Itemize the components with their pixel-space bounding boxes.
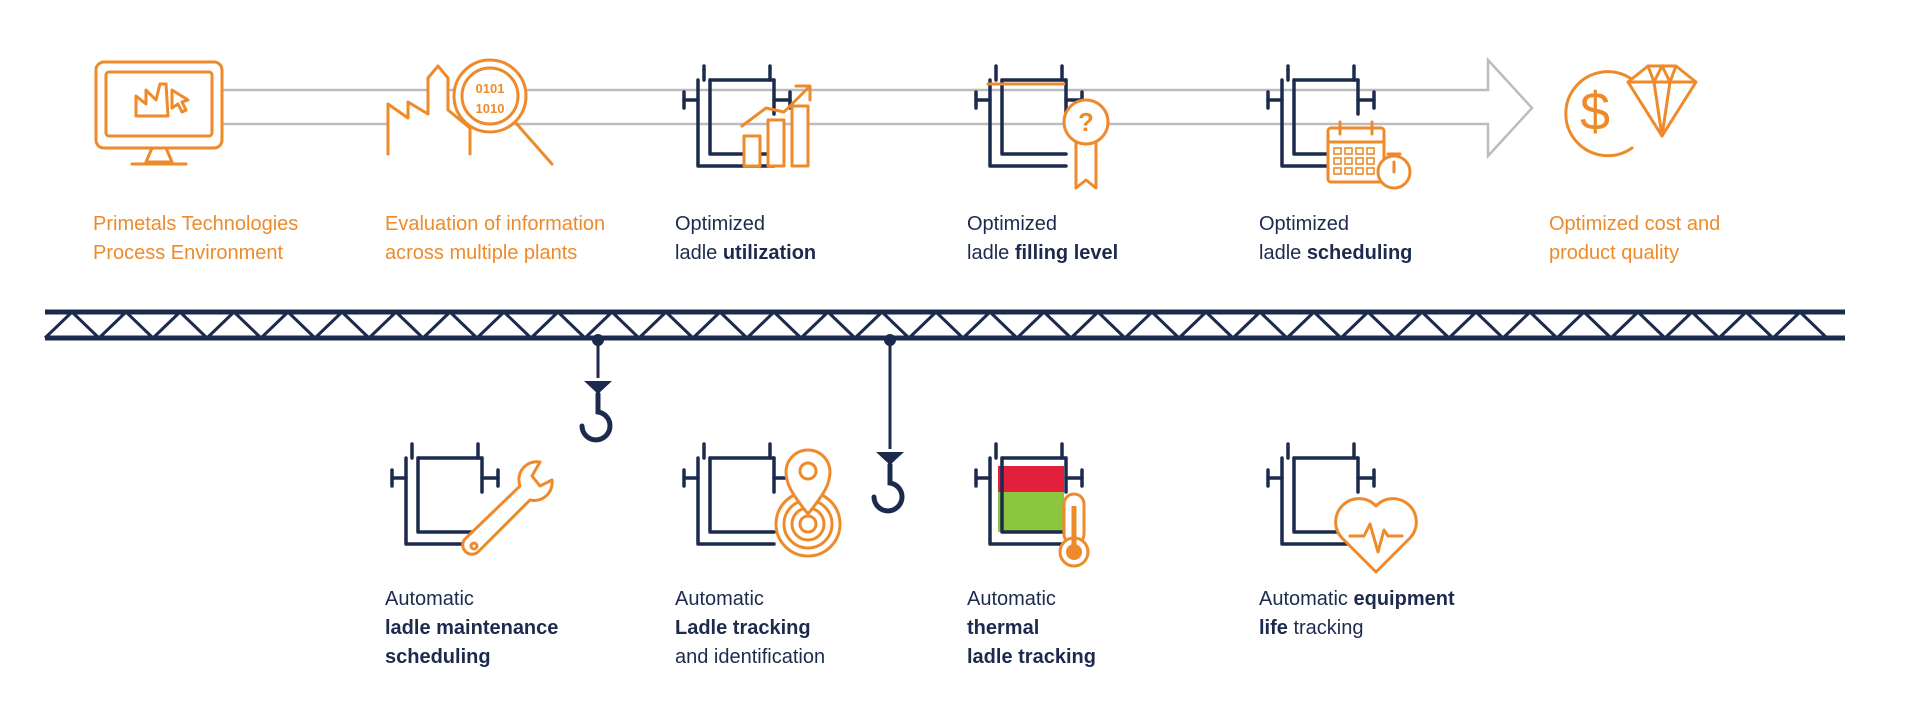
caption-line: Automatic	[967, 588, 1056, 610]
caption-ladle-scheduling: Optimized ladle scheduling	[1259, 210, 1412, 268]
caption-line: Optimized	[1259, 213, 1350, 235]
caption-cost-quality: Optimized cost and product quality	[1549, 210, 1720, 268]
caption-line: ladle filling level	[967, 239, 1118, 268]
caption-bold: scheduling	[385, 646, 491, 668]
caption-ladle-tracking: Automatic Ladle tracking and identificat…	[675, 585, 825, 672]
crane-hook-left	[579, 334, 613, 443]
binary-text-2: 1010	[476, 101, 505, 116]
caption-line: Automatic	[675, 588, 764, 610]
caption-line: across multiple plants	[385, 242, 578, 264]
caption-line: and identification	[675, 646, 826, 668]
caption-line: ladle scheduling	[1259, 239, 1412, 268]
ladle-thermometer-icon	[974, 442, 1090, 568]
caption-line: Optimized	[675, 213, 766, 235]
crane-girder	[43, 309, 1845, 341]
caption-line: ladle utilization	[675, 239, 816, 268]
question-mark-glyph: ?	[1078, 107, 1094, 137]
caption-line: Process Environment	[93, 242, 284, 264]
caption-line: Optimized	[967, 213, 1058, 235]
caption-bold: filling level	[1014, 242, 1119, 264]
factory-magnifier-icon: 0101 1010	[386, 58, 554, 166]
hot-metal-layer	[998, 466, 1064, 492]
dollar-glyph: $	[1580, 82, 1610, 142]
caption-bold: life	[1259, 617, 1288, 639]
ladle-heartbeat-icon	[1266, 442, 1418, 574]
ladle-question-badge-icon: ?	[974, 64, 1110, 190]
ladle-wrench-icon	[390, 442, 554, 556]
caption-ladle-filling-level: Optimized ladle filling level	[967, 210, 1118, 268]
caption-bold: utilization	[722, 242, 817, 264]
caption-equipment-life: Automatic equipment life tracking	[1259, 585, 1455, 643]
binary-text-1: 0101	[476, 81, 505, 96]
caption-bold: ladle tracking	[967, 646, 1096, 668]
caption-line: Automatic	[385, 588, 474, 610]
caption-plain: tracking	[1287, 617, 1364, 639]
caption-process-environment: Primetals Technologies Process Environme…	[93, 210, 298, 268]
caption-line: Evaluation of information	[385, 213, 606, 235]
caption-thermal-tracking: Automatic thermal ladle tracking	[967, 585, 1096, 672]
caption-evaluation: Evaluation of information across multipl…	[385, 210, 605, 268]
caption-line: Optimized cost and	[1549, 213, 1721, 235]
caption-bold: ladle maintenance	[385, 617, 559, 639]
cool-metal-layer	[998, 492, 1064, 532]
process-flow-arrow	[158, 56, 1534, 160]
caption-line: Automatic equipment	[1259, 585, 1455, 614]
caption-maintenance-scheduling: Automatic ladle maintenance scheduling	[385, 585, 558, 672]
caption-bold: thermal	[967, 617, 1040, 639]
caption-line: Primetals Technologies	[93, 213, 299, 235]
ladle-location-pin-icon	[682, 442, 842, 558]
caption-plain: Automatic	[1259, 588, 1354, 610]
ladle-calendar-icon	[1266, 64, 1412, 190]
ladle-growth-chart-icon	[682, 64, 812, 168]
monitor-factory-icon	[94, 60, 224, 166]
caption-bold: equipment	[1353, 588, 1455, 610]
caption-bold: Ladle tracking	[675, 617, 811, 639]
dollar-diamond-icon: $	[1564, 64, 1698, 158]
caption-line: product quality	[1549, 242, 1680, 264]
caption-bold: scheduling	[1306, 242, 1413, 264]
caption-plain: ladle	[967, 242, 1015, 264]
caption-line: life tracking	[1259, 614, 1455, 643]
crane-hook-right	[871, 334, 905, 514]
caption-plain: ladle	[1259, 242, 1307, 264]
caption-ladle-utilization: Optimized ladle utilization	[675, 210, 816, 268]
caption-plain: ladle	[675, 242, 723, 264]
